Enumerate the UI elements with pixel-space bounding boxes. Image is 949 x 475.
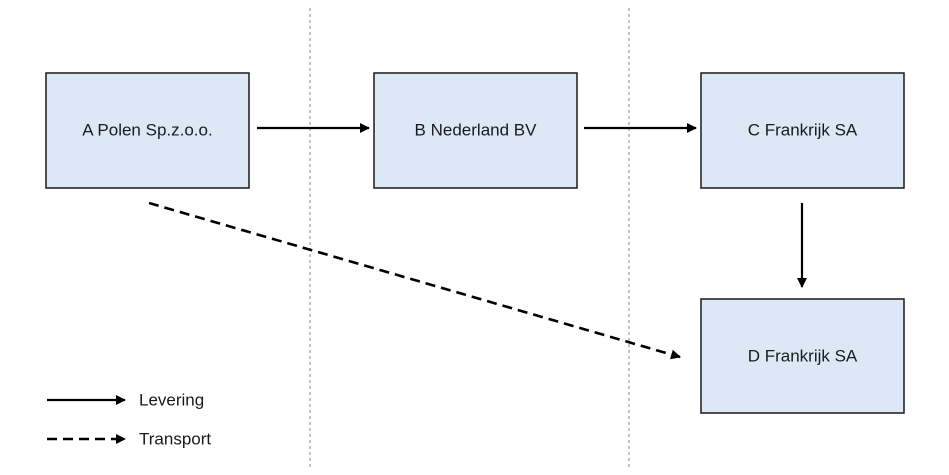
node-a-label: A Polen Sp.z.o.o. (82, 120, 212, 139)
legend: Levering Transport (47, 390, 211, 448)
node-c-frankrijk: C Frankrijk SA (700, 72, 905, 189)
legend-delivery-label: Levering (139, 390, 204, 409)
node-c-label: C Frankrijk SA (748, 120, 858, 139)
node-a-polen: A Polen Sp.z.o.o. (45, 72, 250, 189)
node-a-box (45, 72, 250, 189)
node-c-box (700, 72, 905, 189)
node-b-nederland: B Nederland BV (373, 72, 578, 189)
legend-transport-label: Transport (139, 429, 211, 448)
node-d-frankrijk: D Frankrijk SA (700, 298, 905, 414)
node-d-label: D Frankrijk SA (748, 346, 858, 365)
node-d-box (700, 298, 905, 414)
node-b-label: B Nederland BV (415, 120, 538, 139)
arrow-a-to-d-transport (148, 201, 681, 360)
node-b-box (373, 72, 578, 189)
